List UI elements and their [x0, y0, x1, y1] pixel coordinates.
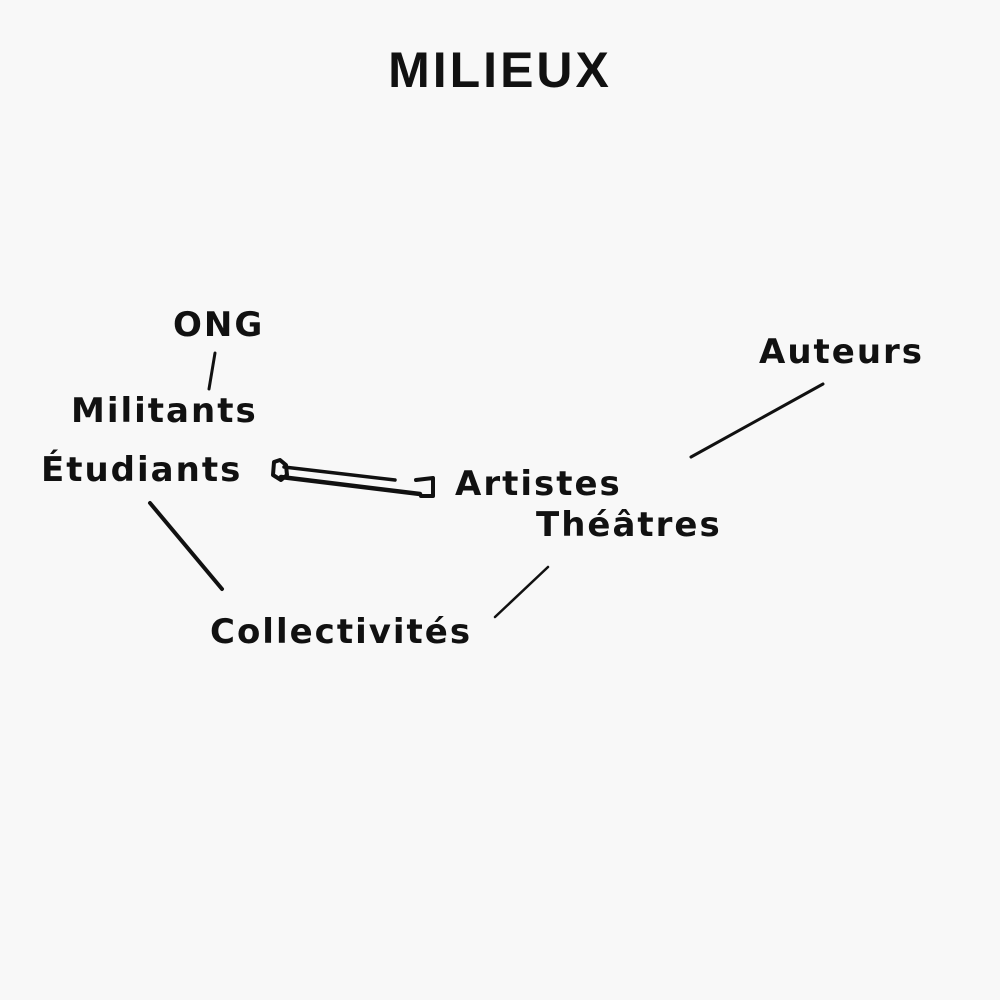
label-militants: Militants	[71, 391, 258, 431]
label-auteurs: Auteurs	[759, 332, 925, 372]
label-collectivites: Collectivités	[210, 612, 473, 652]
connector-ong-militants	[207, 351, 217, 391]
label-theatres: Théâtres	[536, 505, 722, 545]
connector-etudiants-collectivites	[148, 501, 224, 591]
label-artistes: Artistes	[455, 464, 622, 504]
label-ong: ONG	[173, 305, 265, 345]
rod-link-icon	[271, 458, 435, 498]
connector-theatres-collectivites	[493, 565, 550, 619]
connector-auteurs-artistes	[689, 382, 825, 459]
label-etudiants: Étudiants	[41, 450, 243, 490]
diagram-title: MILIEUX	[388, 42, 612, 98]
